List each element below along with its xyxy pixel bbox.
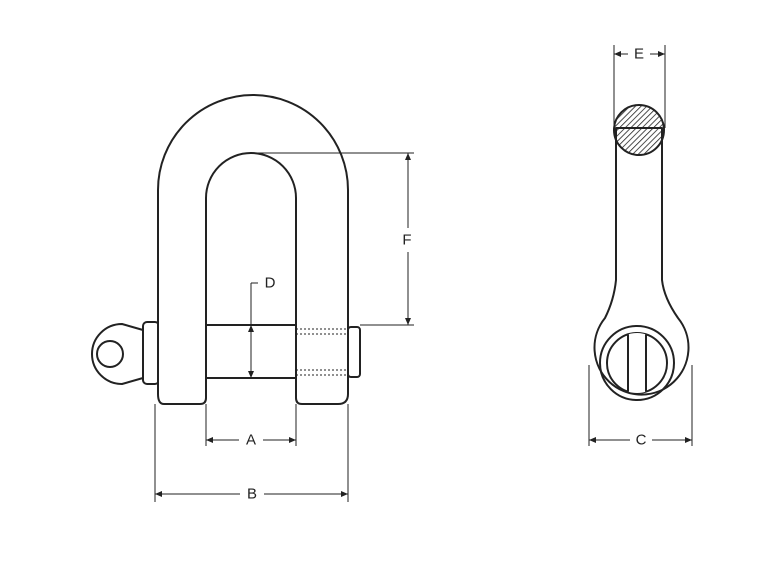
label-b: B bbox=[247, 486, 257, 503]
shackle-side-view: E C bbox=[588, 45, 693, 449]
pin-collar bbox=[142, 321, 160, 385]
pin-threaded-end bbox=[296, 326, 361, 378]
dimension-e: E bbox=[613, 45, 666, 128]
pin-eye bbox=[91, 323, 144, 385]
dimension-b: B bbox=[154, 404, 349, 503]
side-eye-ring bbox=[599, 325, 675, 401]
section-circle bbox=[613, 104, 665, 156]
dimension-c: C bbox=[588, 365, 693, 449]
label-c: C bbox=[636, 432, 647, 449]
side-pin-section bbox=[627, 333, 647, 393]
label-f: F bbox=[402, 232, 411, 249]
dimension-a: A bbox=[205, 404, 297, 449]
shackle-front-view: D F A B bbox=[91, 94, 414, 503]
label-d: D bbox=[265, 275, 276, 292]
dimension-f: F bbox=[250, 152, 414, 326]
dimension-d: D bbox=[248, 275, 276, 378]
side-leg bbox=[593, 127, 690, 396]
label-a: A bbox=[246, 432, 256, 449]
label-e: E bbox=[634, 46, 644, 63]
